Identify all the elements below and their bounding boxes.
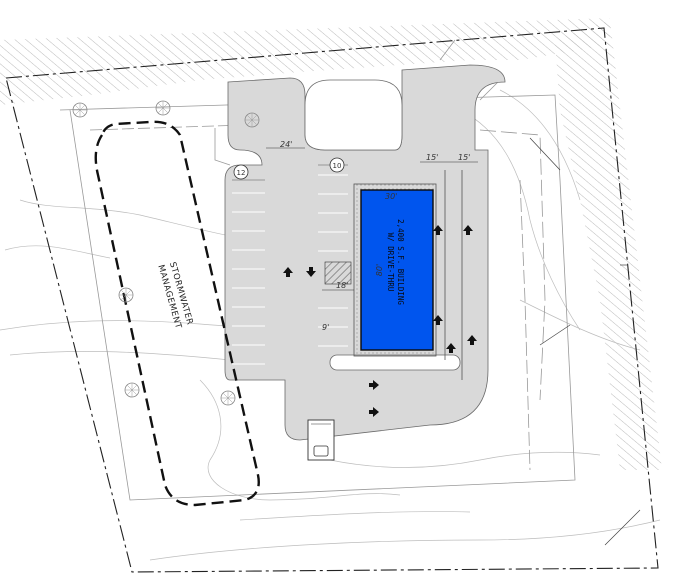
stormwater-label: STORMWATER MANAGEMENT — [155, 261, 194, 331]
dumpster-enclosure — [307, 419, 335, 461]
building-label: 2,400 S.F. BUILDING W/ DRIVE-THRU — [386, 219, 405, 305]
no-parking-hatch — [324, 261, 352, 285]
building-label-line1: 2,400 S.F. BUILDING — [396, 219, 405, 305]
building-label-line2: W/ DRIVE-THRU — [386, 233, 395, 292]
hatch-width-dim: 18' — [336, 281, 348, 290]
building[interactable] — [360, 189, 434, 351]
building-length-dim: 80' — [375, 264, 384, 276]
callout-leaders — [529, 137, 641, 546]
stall-depth-dim: 9' — [322, 323, 329, 332]
parking-stalls — [232, 174, 348, 365]
tree-icon — [124, 382, 140, 398]
building-width-dim: 30' — [385, 192, 397, 201]
tree-icon — [220, 390, 236, 406]
tree-icon — [118, 287, 134, 303]
lane-right-dim: 15' — [458, 153, 470, 162]
stall-count-right-text: 10 — [333, 162, 342, 170]
tree-icon — [244, 112, 260, 128]
lane-left-dim: 15' — [426, 153, 438, 162]
stall-count-left-text: 12 — [237, 169, 246, 177]
tree-icon — [155, 100, 171, 116]
drive-lane-lines — [444, 170, 463, 380]
dimension-labels: 24' 15' 15' 18' 9' — [266, 140, 478, 332]
property-line — [5, 27, 659, 573]
entrance-width-dim: 24' — [280, 140, 292, 149]
stall-count-left: 12 — [233, 164, 249, 180]
tree-icon — [72, 102, 88, 118]
stormwater-basin — [94, 120, 260, 507]
stall-count-right: 10 — [329, 157, 345, 173]
